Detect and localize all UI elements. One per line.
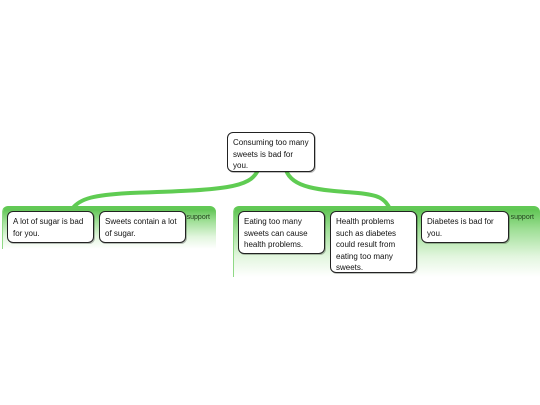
connector-left (70, 168, 260, 211)
connector-right (284, 168, 392, 211)
root-claim-node[interactable]: Consuming too many sweets is bad for you… (227, 132, 315, 172)
node-diabetes-bad[interactable]: Diabetes is bad for you. (421, 211, 509, 243)
node-diabetes-result[interactable]: Health problems such as diabetes could r… (330, 211, 417, 273)
node-health-problems[interactable]: Eating too many sweets can cause health … (238, 211, 325, 254)
node-sugar-bad[interactable]: A lot of sugar is bad for you. (7, 211, 94, 243)
group-label-support: support (186, 214, 210, 221)
node-sweets-sugar[interactable]: Sweets contain a lot of sugar. (99, 211, 186, 243)
group-label-support: support (510, 214, 534, 221)
